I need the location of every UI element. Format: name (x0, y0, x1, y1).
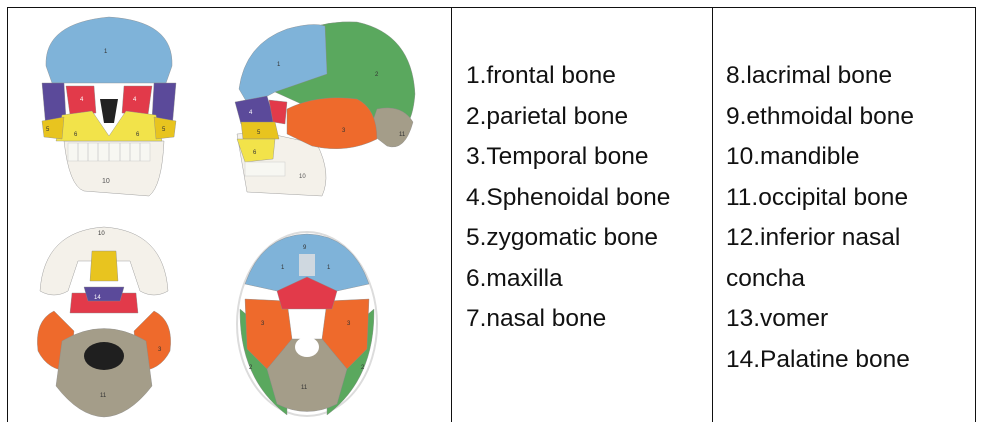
legend-item: 2.parietal bone (466, 97, 706, 138)
table-divider-1 (451, 7, 452, 422)
label: 11 (100, 393, 107, 399)
label: 10 (102, 178, 110, 185)
legend-item: 8.lacrimal bone (726, 56, 966, 97)
legend-column-1: 1.frontal bone 2.parietal bone 3.Tempora… (466, 56, 706, 340)
label: 11 (399, 132, 406, 138)
label: 10 (98, 231, 105, 237)
legend-item: 7.nasal bone (466, 299, 706, 340)
label: 14 (94, 295, 101, 301)
skull-inferior-view-icon: 10 14 3 11 (37, 227, 170, 417)
label: 10 (299, 174, 306, 180)
legend-item: 4.Sphenoidal bone (466, 178, 706, 219)
legend-item: 9.ethmoidal bone (726, 97, 966, 138)
skull-front-view-icon: 1 4 4 5 5 6 6 10 (42, 17, 176, 196)
skull-images: 1 4 4 5 5 6 6 10 1 2 4 5 3 6 1 (9, 9, 449, 421)
legend-item: 5.zygomatic bone (466, 218, 706, 259)
legend-item: 11.occipital bone (726, 178, 966, 219)
legend-item: 14.Palatine bone (726, 340, 966, 381)
legend-item: 10.mandible (726, 137, 966, 178)
legend-item: 6.maxilla (466, 259, 706, 300)
table-right-border (975, 7, 976, 422)
legend-item: 3.Temporal bone (466, 137, 706, 178)
table-left-border (7, 7, 8, 422)
skull-side-view-icon: 1 2 4 5 3 6 10 11 (235, 22, 415, 196)
table-divider-2 (712, 7, 713, 422)
label: 11 (301, 385, 308, 391)
skull-cranial-base-icon: 9 1 1 3 3 2 2 11 (237, 232, 377, 416)
table-top-border (7, 7, 976, 8)
legend-item: 12.inferior nasal concha (726, 218, 966, 299)
legend-item: 13.vomer (726, 299, 966, 340)
legend-item: 1.frontal bone (466, 56, 706, 97)
legend-column-2: 8.lacrimal bone 9.ethmoidal bone 10.mand… (726, 56, 966, 380)
